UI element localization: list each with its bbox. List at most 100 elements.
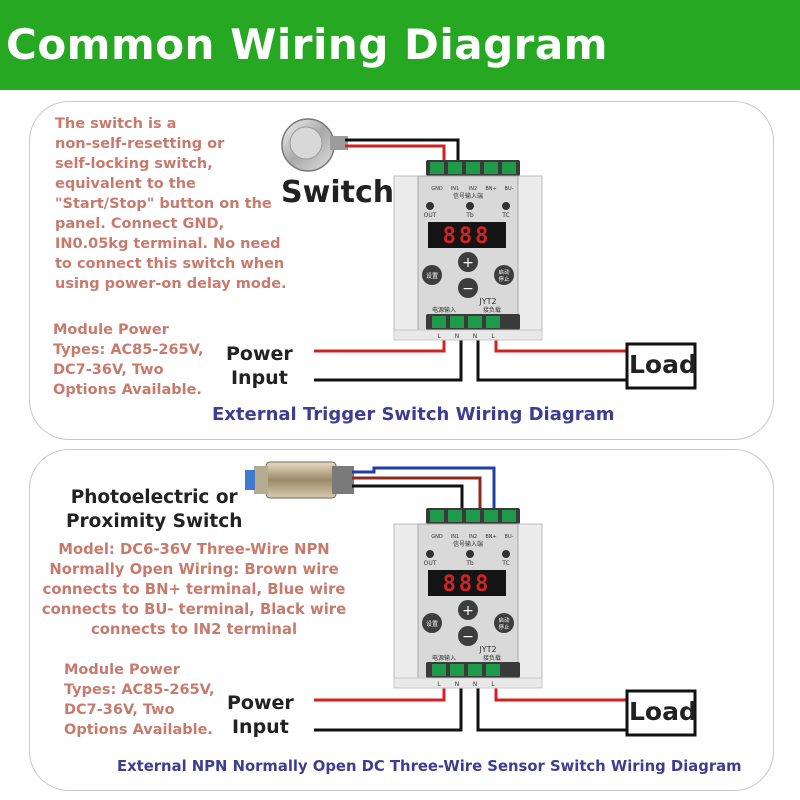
terminal-label: GND	[431, 186, 443, 192]
bottom-terminal-label: L	[491, 681, 495, 688]
note-line: equivalent to the	[55, 176, 196, 192]
terminal-label: BU-	[505, 186, 514, 192]
sensor-wire-blue	[352, 466, 496, 512]
plus-symbol: +	[462, 603, 474, 619]
sensor-label: Photoelectric or Proximity Switch	[66, 486, 242, 534]
switch-note: The switch is a non-self-resetting or se…	[55, 114, 287, 294]
module-power-line: Options Available.	[64, 722, 213, 738]
terminal-screw	[430, 162, 444, 174]
led-display	[428, 222, 506, 248]
plus-symbol: +	[462, 255, 474, 271]
signal-input-label: 信号输入端	[453, 540, 483, 548]
module-power-line: Module Power	[64, 662, 180, 678]
power-input-label-2: Power Input	[227, 691, 294, 739]
terminal-screw	[450, 316, 464, 328]
bottom-terminal-label: N	[473, 333, 478, 340]
bottom-terminal-label: L	[437, 681, 441, 688]
indicator-led	[502, 202, 510, 210]
terminal-screw	[484, 162, 498, 174]
terminal-screw	[432, 316, 446, 328]
signal-input-label: 信号输入端	[453, 192, 483, 200]
load-wire-n	[476, 338, 628, 382]
load-terminal-label: 接负载	[483, 654, 501, 662]
terminal-screw	[484, 510, 498, 522]
minus-button	[458, 626, 478, 646]
minus-symbol: −	[462, 281, 474, 297]
terminal-screw	[432, 664, 446, 676]
terminal-label: GND	[431, 534, 443, 540]
start-stop-label: 启动	[498, 268, 510, 276]
module-base	[393, 677, 543, 689]
power-input-line: Input	[230, 367, 288, 389]
module-power-line: Types: AC85-265V,	[64, 682, 215, 698]
power-input-terminal-label: 电源输入	[432, 306, 456, 314]
note-line: using power-on delay mode.	[55, 276, 287, 292]
indicator-led	[502, 550, 510, 558]
start-stop-button	[494, 613, 514, 633]
bottom-terminal-label: N	[473, 681, 478, 688]
start-stop-label: 停止	[498, 275, 510, 283]
load-label: Load	[629, 350, 697, 379]
switch-button-icon	[281, 118, 348, 172]
minus-button	[458, 278, 478, 298]
set-button-label: 设置	[426, 272, 438, 280]
indicator-label: Tb	[465, 560, 474, 567]
switch-wire-black	[345, 138, 460, 168]
indicator-led	[466, 550, 474, 558]
module-power-note: Module Power Types: AC85-265V, DC7-36V, …	[53, 320, 204, 400]
minus-symbol: −	[462, 629, 474, 645]
terminal-label: BN+	[485, 186, 496, 192]
module-power-line: Types: AC85-265V,	[53, 342, 204, 358]
terminal-screw	[502, 510, 516, 522]
sensor-model-note: Model: DC6-36V Three-Wire NPN Normally O…	[36, 540, 352, 640]
panel1-caption: External Trigger Switch Wiring Diagram	[212, 404, 615, 425]
module-power-note-2: Module Power Types: AC85-265V, DC7-36V, …	[64, 660, 215, 740]
switch-label: Switch	[281, 175, 395, 210]
model-line: connects to IN2 terminal	[90, 621, 298, 638]
power-input-line: Power	[227, 692, 294, 714]
panel2-caption: External NPN Normally Open DC Three-Wire…	[117, 758, 742, 775]
power-input-terminal-label: 电源输入	[432, 654, 456, 662]
module-base	[393, 329, 543, 341]
start-stop-label: 停止	[498, 623, 510, 631]
indicator-label: OUT	[424, 560, 437, 567]
power-input-line: Input	[231, 716, 289, 738]
terminal-label: IN2	[469, 534, 477, 540]
start-stop-label: 启动	[498, 616, 510, 624]
model-name: JYT2	[478, 297, 496, 306]
sensor-wire-black	[352, 484, 464, 512]
note-line: The switch is a	[55, 116, 177, 132]
module-power-line: DC7-36V, Two	[53, 362, 164, 378]
terminal-screw	[502, 162, 516, 174]
load-label-2: Load	[629, 697, 697, 726]
note-line: panel. Connect GND,	[55, 216, 225, 232]
load-box	[625, 342, 697, 390]
load-terminal-label: 接负载	[483, 306, 501, 314]
note-line: non-self-resetting or	[55, 136, 225, 152]
model-line: connects to BU- terminal, Black wire	[41, 601, 347, 618]
set-button-label: 设置	[426, 620, 438, 628]
set-button	[422, 265, 442, 285]
sensor-label-line: Photoelectric or	[70, 487, 238, 508]
power-input-label: Power Input	[226, 342, 293, 390]
power-wire-l-2	[314, 686, 446, 702]
note-line: IN0.05kg terminal. No need	[55, 236, 281, 252]
indicator-label: TC	[501, 212, 510, 219]
terminal-screw	[448, 510, 462, 522]
led-display	[428, 570, 506, 596]
model-line: connects to BN+ terminal, Blue wire	[42, 581, 346, 598]
bottom-terminal-label: N	[455, 333, 460, 340]
terminal-screw	[450, 664, 464, 676]
start-stop-button	[494, 265, 514, 285]
load-wire-l	[494, 338, 628, 353]
set-button	[422, 613, 442, 633]
terminal-screw	[468, 664, 482, 676]
module-power-line: Module Power	[53, 322, 169, 338]
power-input-line: Power	[226, 343, 293, 365]
note-line: self-locking switch,	[55, 156, 213, 172]
power-wire-l	[314, 338, 446, 353]
terminal-screw	[466, 162, 480, 174]
terminal-label: IN1	[451, 534, 459, 540]
